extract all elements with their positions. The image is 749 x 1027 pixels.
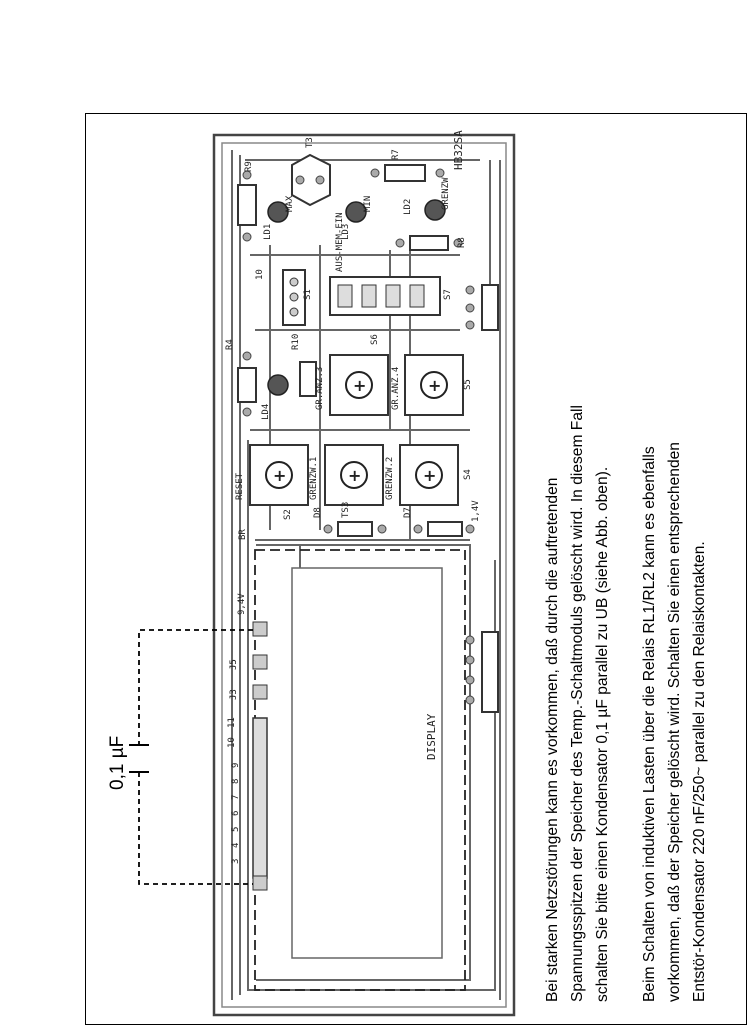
notes-panel: Bei starken Netzstörungen kann es vorkom… [540,122,740,1022]
led-ld4: LD4 [261,374,289,420]
pin-number: 4 [231,843,241,848]
label-sw-prog3: GR.ANZ.3 [315,367,325,410]
pin-number: 6 [231,811,241,816]
pin-number: 3 [231,859,241,864]
label-voltage: 9,4V [237,593,247,615]
transistor-t3: T3 [291,137,331,207]
figure-frame [85,113,747,1025]
label-s1: S1 [303,289,313,300]
label-ausmemein: AUS-MEM-EIN [335,212,345,272]
label-max: MAX [285,195,295,212]
pcb-board-inner [221,142,507,1008]
label-d8: D8 [313,507,323,518]
label-s6: S6 [370,334,380,345]
label-r9: R9 [244,161,254,172]
label-s7: S7 [443,289,453,300]
switch-grenzw1: + GRENZW.1 [309,444,384,506]
switch-s2: + RESET S2 [235,444,309,520]
pcb-traces [231,150,501,1000]
pcb-board-outline [212,133,516,1017]
switch-s7: AUS-MEM-EIN S7 [329,212,453,316]
plus-icon: + [273,466,286,485]
label-j5: J5 [229,659,239,670]
label-sw-reset: RESET [235,472,245,500]
notes-rotated: Bei starken Netzstörungen kann es vorkom… [540,122,734,1002]
label-ld3: LD3 [341,224,351,240]
plus-icon: + [423,466,436,485]
plus-icon: + [428,376,441,395]
label-ts3: TS3 [341,502,351,518]
label-j3: J3 [229,689,239,700]
label-d7: D7 [403,507,413,518]
resistor-r7: R7 [370,149,445,182]
note-paragraph-2: Beim Schalten von induktiven Lasten über… [641,442,708,1002]
label-board-id: HB32SA [452,130,465,170]
label-r4: R4 [225,339,235,350]
label-grenzw: GRENZW [441,177,451,210]
resistor-r8: R8 [395,235,467,251]
led-ld1: LD1 MAX [263,195,295,240]
label-t3: T3 [305,137,315,148]
pin-number: 11 [227,717,237,728]
label-s4: S4 [463,469,473,480]
resistor-r10: R10 [291,334,317,397]
resistor-r4: R4 [225,339,257,417]
switch-s6: + S6 GR.ANZ.3 [315,334,389,416]
pin-number: 8 [231,779,241,784]
label-j0: 10 [255,269,265,280]
label-sw-grenzw1: GRENZW.1 [309,457,319,500]
connector-right-bottom [465,631,499,713]
pin-number: 9 [231,763,241,768]
connector-right-top [465,284,499,331]
pin-number: 10 [227,737,237,748]
label-br: BR [238,529,248,540]
led-ld2: LD2 GRENZW [403,177,451,221]
pin-number: 7 [231,795,241,800]
plus-icon: + [348,466,361,485]
switch-s5: + S5 GR.ANZ.4 [391,354,473,416]
capacitor-label: 0,1 µF [107,736,128,790]
label-s2: S2 [283,509,293,520]
label-min: MIN [363,196,373,212]
plus-icon: + [353,376,366,395]
led-ld3: LD3 MIN [341,196,373,240]
label-sw-prog4: GR.ANZ.4 [391,367,401,410]
label-ld1: LD1 [263,224,273,240]
switch-s4: + GRENZW.2 S4 [385,444,473,506]
diode-d8: D8 TS3 [313,502,387,537]
label-r10: R10 [291,334,301,350]
note-paragraph-1: Bei starken Netzstörungen kann es vorkom… [544,405,611,1002]
pin-number: 5 [231,827,241,832]
pin-header-left: 9,4V J5 J3 3 4 5 6 7 8 9 10 11 [227,593,268,891]
label-voltage-2: 1,4V [471,500,481,522]
resistor-r9: R9 [237,161,257,242]
board-id: HB32SA [452,130,465,170]
switch-s1: S1 10 [255,269,313,326]
label-r7: R7 [391,149,401,160]
label-ld4: LD4 [261,404,271,420]
capacitor-annotation: 0,1 µF [107,629,253,885]
label-ld2: LD2 [403,199,413,215]
label-r8: R8 [457,237,467,248]
label-s5: S5 [463,379,473,390]
label-sw-grenzw2: GRENZW.2 [385,457,395,500]
label-display: DISPLAY [425,713,438,760]
diode-d7: D7 1,4V [403,500,481,537]
lcd-display: DISPLAY [254,549,466,991]
